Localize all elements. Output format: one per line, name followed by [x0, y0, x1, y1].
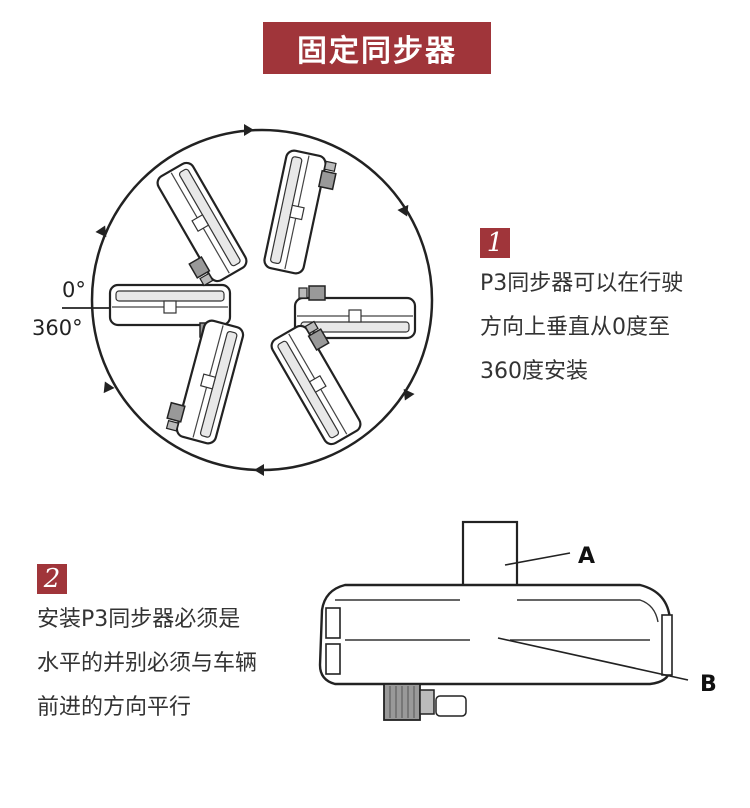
rotation-arrows — [95, 124, 415, 476]
device-upper-right — [261, 148, 340, 279]
step-1-description: P3同步器可以在行驶 方向上垂直从0度至 360度安装 — [480, 262, 683, 394]
angle-label-360: 360° — [32, 316, 83, 340]
callout-a: A — [578, 544, 596, 569]
step-2-badge: 2 — [37, 564, 67, 594]
device-lower-left — [162, 314, 246, 447]
callout-b: B — [700, 672, 717, 697]
step-2-line-1: 安装P3同步器必须是 — [37, 607, 241, 632]
page-title: 固定同步器 — [263, 22, 491, 74]
device-upper-left — [143, 158, 251, 292]
step-1-badge: 1 — [480, 228, 510, 258]
angle-label-0: 0° — [62, 278, 86, 302]
step-2-description: 安装P3同步器必须是 水平的并别必须与车辆 前进的方向平行 — [37, 598, 257, 730]
step-2-line-3: 前进的方向平行 — [37, 695, 192, 720]
step-2-line-2: 水平的并别必须与车辆 — [37, 651, 258, 676]
step-1-line-1: P3同步器可以在行驶 — [480, 271, 684, 296]
mounted-device-side-view — [318, 520, 689, 721]
step-1-line-2: 方向上垂直从0度至 — [480, 315, 670, 340]
step-1-line-3: 360度安装 — [480, 359, 588, 384]
